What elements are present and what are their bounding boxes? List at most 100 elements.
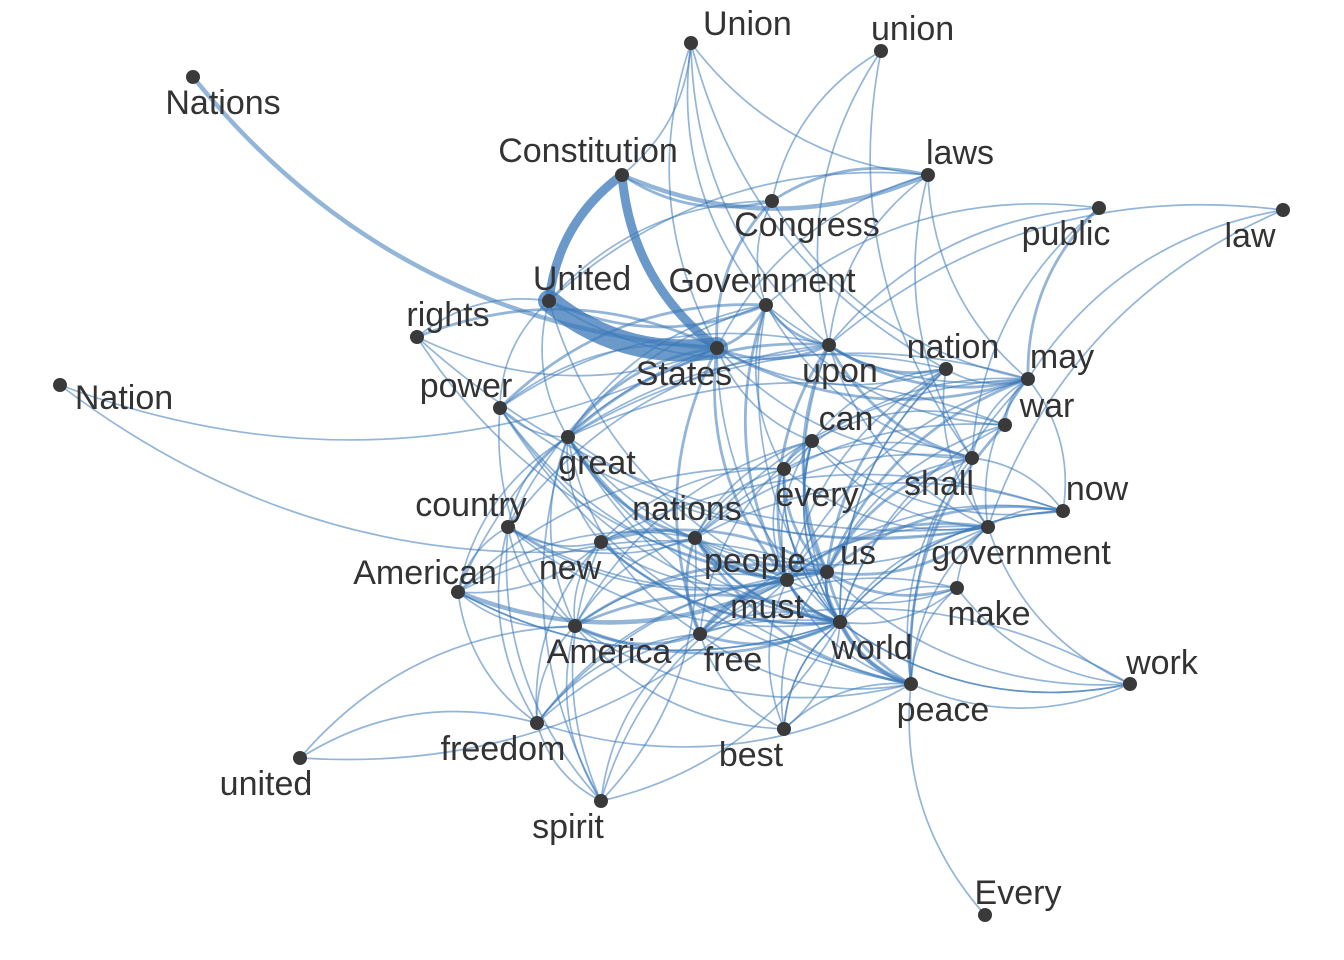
- node-nation: [939, 362, 953, 376]
- edge-nations-states: [190, 74, 720, 351]
- node-freedom: [530, 716, 544, 730]
- edge-union-nation: [690, 42, 947, 370]
- node-label-every: Every: [975, 874, 1062, 912]
- node-label-nation: Nation: [75, 379, 173, 417]
- node-label-government: government: [931, 534, 1111, 572]
- edge-upon-great: [566, 342, 831, 439]
- edge-may-nations: [694, 378, 1029, 539]
- edge-can-america: [574, 440, 813, 627]
- node-label-american: American: [353, 554, 497, 592]
- edge-world-peace: [837, 619, 914, 687]
- edge-nation-can: [811, 368, 947, 442]
- edge-country-spirit: [505, 526, 602, 802]
- edge-best-world: [783, 621, 841, 730]
- node-work: [1123, 677, 1137, 691]
- node-label-shall: shall: [904, 465, 974, 503]
- edge-rights-states: [416, 336, 718, 377]
- edge-work-free: [699, 607, 1131, 685]
- node-congress: [765, 194, 779, 208]
- edge-must-america: [573, 593, 842, 628]
- edge-american-freedom: [457, 591, 538, 724]
- edge-people-america: [574, 573, 788, 627]
- edge-nations-american: [457, 531, 696, 593]
- node-label-great: great: [558, 444, 636, 482]
- edge-nation-great: [567, 353, 947, 438]
- node-label-nation: nation: [907, 328, 1000, 366]
- node-label-make: make: [947, 595, 1030, 633]
- edge-union-shall: [869, 50, 973, 459]
- edge-government-must: [839, 526, 989, 623]
- edge-america-freedom: [536, 625, 576, 724]
- edge-new-must: [600, 541, 841, 625]
- edge-union-upon: [816, 50, 882, 346]
- node-us: [820, 565, 834, 579]
- node-best: [777, 722, 791, 736]
- edge-government-power: [498, 303, 768, 410]
- node-label-war: war: [1019, 387, 1075, 425]
- edge-american-new: [457, 541, 602, 594]
- edge-free-freedom: [536, 633, 701, 724]
- edge-now-shall: [971, 457, 1064, 512]
- edge-union-upon: [690, 42, 830, 346]
- node-label-new: new: [539, 549, 602, 587]
- node-every: [978, 908, 992, 922]
- node-every: [777, 462, 791, 476]
- edge-american-people: [455, 577, 790, 625]
- node-union: [684, 36, 698, 50]
- edge-union-laws: [690, 42, 929, 176]
- node-label-power: power: [420, 367, 513, 405]
- edge-nations-new: [599, 528, 697, 544]
- node-label-nations: Nations: [165, 84, 280, 122]
- edge-war-can: [811, 410, 1006, 442]
- node-government: [981, 520, 995, 534]
- node-now: [1056, 504, 1070, 518]
- node-label-peace: peace: [897, 691, 990, 729]
- node-label-can: can: [819, 400, 874, 438]
- edge-america-peace: [574, 625, 912, 699]
- node-can: [805, 434, 819, 448]
- node-label-best: best: [719, 736, 784, 774]
- edge-free-peace: [699, 633, 912, 690]
- node-spirit: [594, 794, 608, 808]
- edge-may-shall: [971, 378, 1029, 459]
- edge-constitution-laws: [619, 172, 931, 211]
- edge-government-people: [785, 522, 990, 582]
- edge-may-great: [567, 352, 1029, 438]
- node-peace: [904, 677, 918, 691]
- edge-government-great: [567, 304, 767, 438]
- edge-constitution-united: [544, 170, 627, 306]
- node-label-work: work: [1125, 644, 1199, 682]
- node-label-america: America: [547, 633, 672, 671]
- edge-america-free: [573, 624, 702, 646]
- node-label-government: Government: [668, 262, 856, 300]
- edge-public-government: [765, 203, 1100, 306]
- edge-great-american: [457, 436, 569, 593]
- edge-shall-people: [786, 457, 973, 581]
- edge-congress-government: [756, 200, 773, 306]
- edge-nations-government: [694, 526, 989, 566]
- edge-make-free: [699, 577, 958, 635]
- edge-laws-shall: [914, 174, 973, 459]
- node-united: [542, 294, 556, 308]
- edge-upon-power: [499, 332, 830, 409]
- nodes-layer: [53, 36, 1290, 922]
- node-american: [451, 585, 465, 599]
- node-united: [293, 751, 307, 765]
- edge-make-peace: [910, 587, 958, 685]
- edge-nations-free: [685, 536, 702, 636]
- node-label-upon: upon: [802, 352, 878, 390]
- node-nations: [186, 70, 200, 84]
- edge-laws-united: [548, 171, 929, 302]
- edge-now-must: [839, 510, 1064, 623]
- node-america: [568, 619, 582, 633]
- edge-freedom-spirit: [536, 722, 602, 802]
- node-label-world: world: [830, 629, 912, 667]
- edge-united-rights: [416, 298, 550, 338]
- node-label-law: law: [1224, 217, 1275, 255]
- node-label-freedom: freedom: [441, 730, 566, 768]
- edge-shall-government: [969, 457, 989, 528]
- edge-every-new: [600, 468, 785, 543]
- edge-government-every: [755, 304, 785, 470]
- edge-laws-upon: [828, 174, 929, 346]
